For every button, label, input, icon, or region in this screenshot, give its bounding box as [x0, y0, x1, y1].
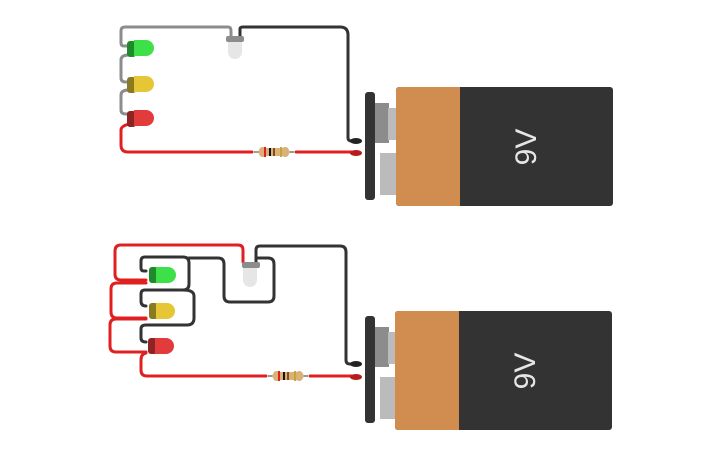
battery-label: 9V [510, 129, 543, 166]
connector-positive[interactable] [350, 374, 362, 380]
connector-negative[interactable] [350, 361, 362, 367]
wire-black[interactable] [139, 288, 196, 344]
wire-gray[interactable] [119, 25, 233, 48]
led-red[interactable] [148, 338, 174, 354]
resistor[interactable] [267, 370, 309, 382]
wire-gray[interactable] [119, 53, 132, 84]
wire-black[interactable] [254, 244, 360, 366]
wire-black[interactable] [187, 256, 276, 304]
wires [108, 243, 362, 380]
resistor[interactable] [253, 146, 295, 158]
wire-black[interactable] [238, 25, 360, 143]
battery-9v[interactable]: 9V [365, 87, 613, 206]
connector-negative[interactable] [350, 138, 362, 144]
wire-black[interactable] [139, 255, 191, 308]
circuit-bottom: 9V [108, 243, 612, 430]
led-white[interactable] [242, 262, 260, 287]
wire-gray[interactable] [119, 88, 132, 116]
led-red[interactable] [127, 110, 154, 127]
wires [119, 25, 362, 156]
battery-9v[interactable]: 9V [365, 311, 612, 430]
wire-red[interactable] [119, 122, 254, 154]
wire-red[interactable] [113, 243, 245, 282]
led-white[interactable] [226, 36, 244, 59]
led-green[interactable] [127, 40, 154, 57]
wire-red[interactable] [108, 317, 148, 354]
led-yellow[interactable] [127, 76, 154, 93]
battery-label: 9V [509, 353, 542, 390]
wire-red[interactable] [139, 351, 268, 378]
connector-positive[interactable] [350, 150, 362, 156]
led-green[interactable] [149, 267, 176, 283]
led-yellow[interactable] [149, 303, 175, 319]
circuit-top: 9V [119, 25, 613, 206]
